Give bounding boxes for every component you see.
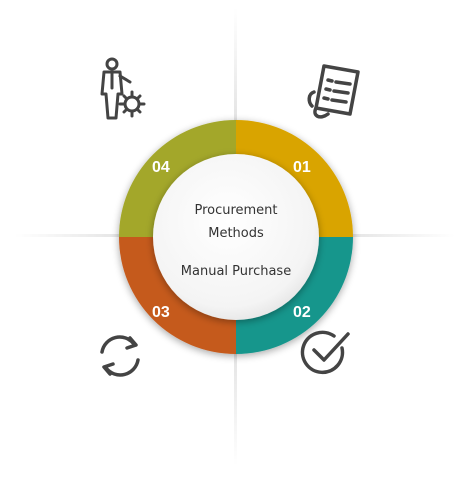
document-list-icon (307, 64, 360, 119)
center-disk (153, 154, 319, 320)
center-title-line1: Procurement (194, 203, 277, 218)
center-subtitle: Manual Purchase (181, 264, 291, 279)
segment-number-04: 04 (152, 159, 170, 176)
checkmark-circle-icon (300, 330, 350, 375)
segment-number-03: 03 (152, 304, 170, 321)
refresh-arrows-icon (100, 335, 140, 377)
segment-number-02: 02 (293, 304, 311, 321)
person-gear-icon (100, 57, 146, 120)
segment-number-01: 01 (293, 159, 311, 176)
center-title-line2: Methods (208, 226, 264, 241)
